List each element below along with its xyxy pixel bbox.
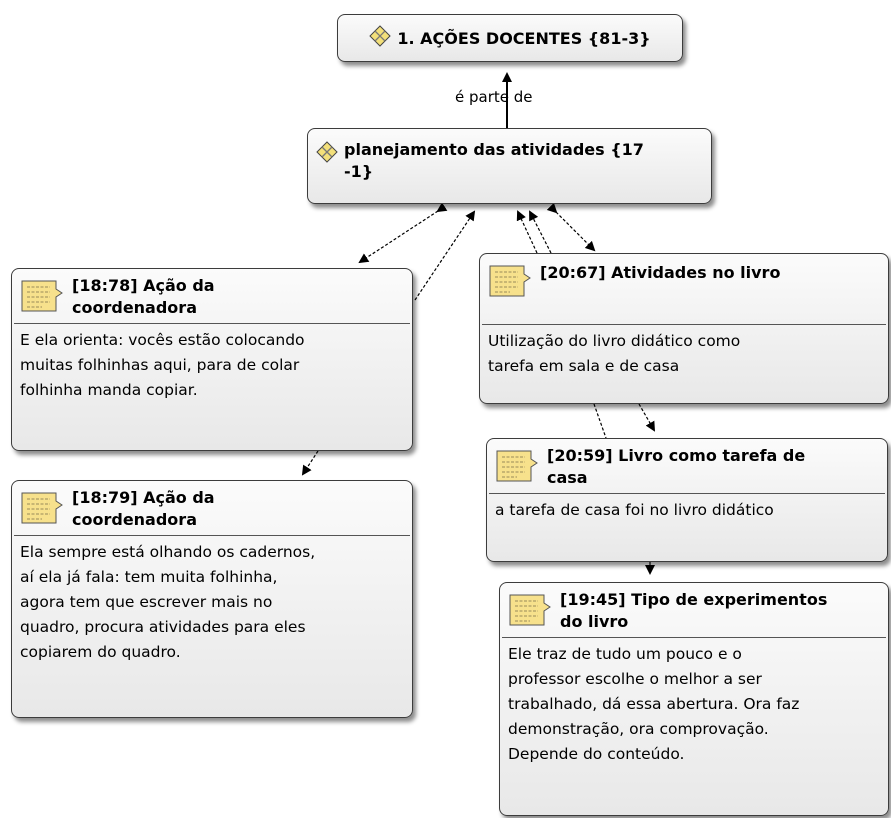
quotation-body-line: trabalhado, dá essa abertura. Ora faz [508,695,800,713]
code-icon [369,25,392,51]
divider [502,637,886,638]
quotation-title-line1: [18:78] Ação da [72,276,215,295]
link-2067-2059-b [638,403,655,432]
link-2067-2059-a [593,403,607,439]
quotation-body-line: quadro, procura atividades para eles [20,618,306,636]
quotation-body: Ele traz de tudo um pouco e o professor … [500,638,888,771]
code-node-label-line2: -1} [344,162,374,181]
code-icon [316,141,338,169]
quotation-title-line2: coordenadora [72,510,197,529]
link-1878-plan [414,210,476,301]
quotation-node-20-59[interactable]: [20:59] Livro como tarefa de casa a tare… [486,438,888,562]
quotation-body-line: tarefa em sala e de casa [488,357,680,375]
quotation-icon [508,593,552,633]
quotation-title-line1: [18:79] Ação da [72,488,215,507]
quotation-body: Ela sempre está olhando os cadernos, aí … [12,536,412,669]
quotation-body-line: Depende do conteúdo. [508,745,685,763]
quotation-body-line: Ela sempre está olhando os cadernos, [20,543,316,561]
quotation-body: a tarefa de casa foi no livro didático [487,494,887,527]
divider [482,324,886,325]
quotation-node-18-79[interactable]: [18:79] Ação da coordenadora Ela sempre … [11,480,413,718]
quotation-icon [20,491,64,531]
quotation-icon [488,264,532,304]
quotation-body: E ela orienta: vocês estão colocando mui… [12,324,412,407]
divider [14,535,410,536]
quotation-body-line: folhinha manda copiar. [20,381,198,399]
quotation-body-line: Ele traz de tudo um pouco e o [508,645,742,663]
quotation-title-line1: [20:67] Atividades no livro [540,263,781,282]
quotation-body-line: agora tem que escrever mais no [20,593,273,611]
quotation-node-18-78[interactable]: [18:78] Ação da coordenadora E ela orien… [11,268,413,451]
quotation-title-line1: [20:59] Livro como tarefa de [547,446,806,465]
quotation-body-line: copiarem do quadro. [20,643,181,661]
quotation-body-line: aí ela já fala: tem muita folhinha, [20,568,278,586]
code-node-acoes-docentes[interactable]: 1. AÇÕES DOCENTES {81-3} [337,14,683,62]
link-2067-plan-a [516,210,538,254]
quotation-body-line: professor escolhe o melhor a ser [508,670,762,688]
quotation-icon [495,449,539,489]
quotation-title-line2: casa [547,468,588,487]
quotation-body-line: a tarefa de casa foi no livro didático [495,501,774,519]
link-2067-plan-b [529,210,552,254]
divider [489,493,885,494]
quotation-body-line: muitas folhinhas aqui, para de colar [20,356,300,374]
quotation-icon [20,279,64,319]
link-plan-1878 [358,202,448,264]
quotation-body-line: demonstração, ora comprovação. [508,720,769,738]
link-1878-1879 [301,450,319,476]
quotation-node-20-67[interactable]: [20:67] Atividades no livro Utilização d… [479,253,889,404]
link-plan-2067 [546,202,596,252]
quotation-title-line2: coordenadora [72,298,197,317]
quotation-body-line: Utilização do livro didático como [488,332,741,350]
link-label-is-part-of: é parte de [455,88,533,106]
code-node-planejamento[interactable]: planejamento das atividades {17 -1} [307,128,712,204]
quotation-body-line: E ela orienta: vocês estão colocando [20,331,305,349]
quotation-title-line2: do livro [560,612,629,631]
quotation-body: Utilização do livro didático como tarefa… [480,325,888,383]
divider [14,323,410,324]
quotation-title-line1: [19:45] Tipo de experimentos [560,590,828,609]
code-node-label-line1: planejamento das atividades {17 [344,140,644,159]
code-node-label: 1. AÇÕES DOCENTES {81-3} [397,28,651,48]
quotation-node-19-45[interactable]: [19:45] Tipo de experimentos do livro El… [499,582,889,816]
